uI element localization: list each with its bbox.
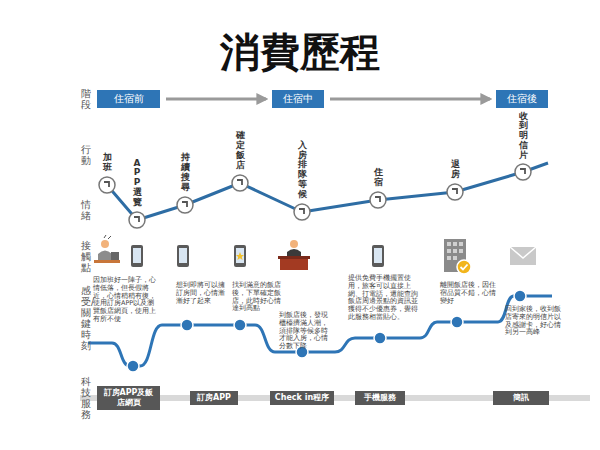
emotion-point [177,197,193,213]
stage-arrow [166,98,266,101]
row-label: 科技服務 [81,376,91,420]
hotel-building-icon [444,239,471,274]
box-text: 住宿前 [101,93,156,105]
action-label: 入房排隊等候 [298,141,307,200]
feeling-point [374,332,386,344]
emotion-point [370,192,386,208]
box-text: 住宿後 [500,93,544,105]
emotion-point [294,204,310,220]
box-text: 訂房APP及飯店網頁 [100,388,157,407]
feeling-point [234,319,246,331]
feeling-point [514,290,526,302]
feeling-note: 因加班好一陣子，心情低落，但長假將近，心情稍稍有復，使用訂房APP以及瀏覽飯店網… [93,277,161,324]
envelope-icon [510,247,536,265]
action-label: 確定飯店 [236,131,245,171]
emotion-point [99,177,115,193]
action-label: 收到明信片 [519,112,528,161]
action-label: 退房 [451,160,460,180]
row-label: 感受/關鍵時刻 [81,285,91,351]
row-label: 接觸點 [81,240,91,273]
reception-desk-icon [278,240,310,270]
emotion-point [129,212,145,228]
row-label: 行動 [81,144,91,166]
touchpoint-icons [94,235,536,274]
emotion-point [232,175,248,191]
emotion-point [515,164,531,180]
phone-icon [372,245,384,267]
box-text: Check in程序 [273,393,331,403]
emotion-point [447,184,463,200]
office-worker-icon [94,235,120,263]
feeling-note: 離開飯店後，因住宿品質不錯，心情變好 [440,282,496,305]
row-label: 情緒 [81,199,91,221]
action-label: 住宿 [374,168,383,188]
feeling-note: 找到滿意的飯店後，下單確定飯店，此時好心情達到高點 [232,282,282,313]
stage-box: 住宿後 [496,90,548,108]
feeling-note: 到飯店後，發現櫃檯擠滿人潮，須排隊等候多時才能入房，心情分數下降 [279,312,331,351]
service-box: 訂房APP [190,391,238,405]
service-box: 手機服務 [355,391,405,405]
box-text: 住宿中 [276,93,320,105]
box-text: 簡訊 [496,393,546,403]
feeling-point [181,319,193,331]
emotion-points [99,164,531,228]
emotion-curve [107,163,548,220]
service-box: Check in程序 [270,391,334,405]
feeling-note: 提供免費手機擺置使用，旅客可以直接上網、打電話，還能查詢飯店周邊景點的資訊並獲得… [348,275,420,322]
feeling-point [451,316,463,328]
service-box: 簡訊 [493,391,549,405]
feeling-curve [88,296,552,366]
box-text: 手機服務 [358,393,402,403]
feeling-note: 回到家後，收到飯店寄來的明信片以及感謝卡，好心情到另一高峰 [505,306,563,337]
feeling-point [127,360,139,372]
feeling-note: 想到即將可以擁訂房間，心情漸漸好了起來 [176,282,228,305]
box-text: 訂房APP [193,393,235,403]
service-box: 訂房APP及飯店網頁 [97,386,160,409]
title: 消費歷程 [100,30,500,74]
phone-icon [131,245,143,267]
phone-star-icon [234,245,246,267]
action-label: 持續搜尋 [181,153,190,193]
stage-box: 住宿中 [272,90,324,108]
phone-icon [177,245,189,267]
action-label: APP選覽 [133,159,142,208]
action-label: 加班 [103,153,112,173]
stage-arrow [330,98,490,101]
stage-box: 住宿前 [97,90,160,108]
row-label: 階段 [81,88,91,110]
